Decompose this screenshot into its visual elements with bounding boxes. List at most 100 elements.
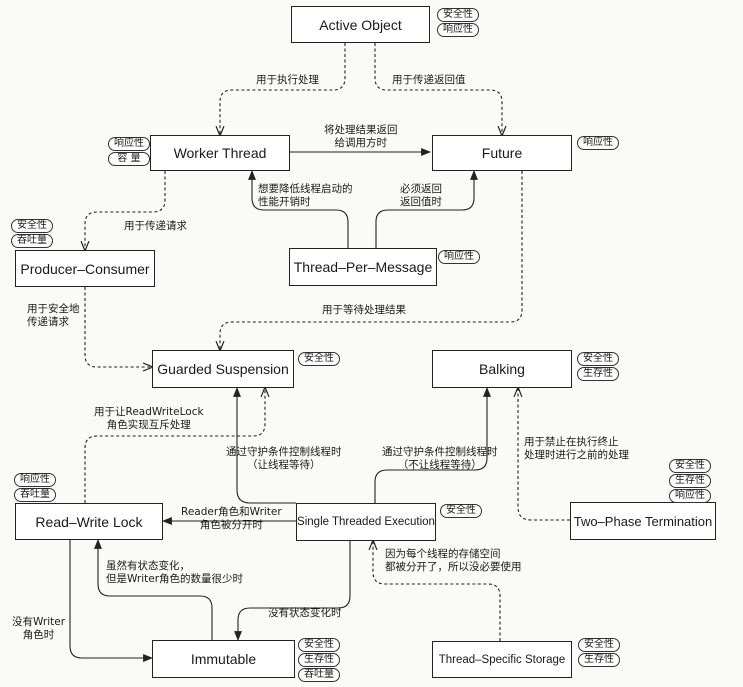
edge-label-must-return: 必须返回 返回值时 xyxy=(400,183,442,209)
edge-workerthread-producer xyxy=(85,171,166,250)
node-label: Two–Phase Termination xyxy=(573,513,713,529)
tag: 安全性 xyxy=(440,504,482,518)
edge-tpm-workerthread xyxy=(248,170,349,248)
tag: 响应性 xyxy=(438,250,480,264)
label-line: 虽然有状态变化， xyxy=(106,560,190,572)
tag: 安全性 xyxy=(437,8,479,22)
label-line: 没有状态变化时 xyxy=(268,607,342,619)
node-label: Read–Write Lock xyxy=(35,513,143,530)
label-line: （让线程等待） xyxy=(247,459,321,471)
label-line: 角色被分开时 xyxy=(199,519,263,531)
edge-label-no-writer: 没有Writer 角色时 xyxy=(12,616,65,642)
tags-future: 响应性 xyxy=(577,136,619,150)
node-label: Guarded Suspension xyxy=(157,361,289,377)
node-label: Thread–Specific Storage xyxy=(438,653,566,666)
tag: 安全性 xyxy=(298,352,340,366)
edge-label-guard-wait: 通过守护条件控制线程时 （让线程等待） xyxy=(226,446,342,472)
edge-label-state-change: 虽然有状态变化， 但是Writer角色的数量很少时 xyxy=(106,560,243,586)
tags-immutable: 安全性 生存性 吞吐量 xyxy=(298,638,340,682)
edge-activeobject-future xyxy=(374,43,502,135)
tag: 吞吐量 xyxy=(11,234,53,248)
edge-producer-guarded xyxy=(84,287,152,367)
edge-label-pass-request: 用于传递请求 xyxy=(124,220,187,233)
edge-twophase-balking xyxy=(518,388,570,521)
edge-activeobject-workerthread xyxy=(220,43,346,135)
node-label: Thread–Per–Message xyxy=(293,259,433,275)
tag: 安全性 xyxy=(298,638,340,652)
edge-label-wait-result: 用于等待处理结果 xyxy=(322,304,406,317)
label-line: 但是Writer角色的数量很少时 xyxy=(106,573,244,585)
edge-rwlock-immutable xyxy=(69,540,153,662)
tag: 生存性 xyxy=(577,367,619,381)
label-line: 通过守护条件控制线程时 xyxy=(226,446,342,458)
node-thread-specific-storage: Thread–Specific Storage xyxy=(432,641,572,678)
node-label: Producer–Consumer xyxy=(20,260,150,277)
node-immutable: Immutable xyxy=(152,640,295,678)
label-line: 用于传递请求 xyxy=(124,220,187,232)
node-label: Immutable xyxy=(190,651,257,667)
edge-tpm-future xyxy=(375,170,478,248)
tags-guarded-suspension: 安全性 xyxy=(298,352,340,366)
node-single-threaded-execution: Single Threaded Execution xyxy=(296,503,436,541)
tags-two-phase-termination: 安全性 生存性 响应性 xyxy=(669,459,711,503)
edge-ste-guarded xyxy=(233,387,296,504)
edge-ste-balking xyxy=(374,387,491,503)
tag: 响应性 xyxy=(669,489,711,503)
tags-active-object: 安全性 响应性 xyxy=(437,8,479,37)
edge-label-stop-before: 用于禁止在执行终止 处理时进行之前的处理 xyxy=(524,436,629,462)
label-line: 因为每个线程的存储空间 xyxy=(385,548,501,560)
edge-label-pass-result: 将处理结果返回 给调用方时 xyxy=(324,124,398,150)
edge-label-exec: 用于执行处理 xyxy=(256,74,319,87)
node-guarded-suspension: Guarded Suspension xyxy=(152,350,294,388)
label-line: 角色实现互斥处理 xyxy=(106,419,191,431)
label-line: 通过守护条件控制线程时 xyxy=(382,446,498,458)
tag: 生存性 xyxy=(578,653,620,667)
edge-tss-ste xyxy=(373,541,501,641)
tag: 安全性 xyxy=(577,352,619,366)
tags-thread-specific-storage: 安全性 生存性 xyxy=(578,638,620,667)
node-label: Single Threaded Execution xyxy=(297,516,435,528)
edge-future-guarded xyxy=(220,171,523,350)
tags-producer-consumer: 安全性 吞吐量 xyxy=(11,219,53,248)
tag: 生存性 xyxy=(669,474,711,488)
edge-label-no-state-change: 没有状态变化时 xyxy=(268,607,342,620)
label-line: 用于传递返回值 xyxy=(392,74,466,86)
tags-thread-per-message: 响应性 xyxy=(438,250,480,264)
label-line: 传递请求 xyxy=(27,316,69,328)
tag: 容 量 xyxy=(108,152,150,166)
tag: 响应性 xyxy=(14,473,56,487)
label-line: 返回值时 xyxy=(400,196,442,208)
node-worker-thread: Worker Thread xyxy=(150,135,290,171)
tag: 安全性 xyxy=(11,219,53,233)
label-line: 想要降低线程启动的 xyxy=(258,183,353,195)
edge-ste-immutable xyxy=(234,540,351,641)
node-label: Future xyxy=(481,145,523,161)
tag: 吞吐量 xyxy=(298,668,340,682)
edge-label-rwlock-mutex: 用于让ReadWriteLock 角色实现互斥处理 xyxy=(94,406,204,432)
edge-rwlock-guarded xyxy=(84,388,265,503)
tag: 安全性 xyxy=(578,638,620,652)
label-line: 处理时进行之前的处理 xyxy=(524,449,629,461)
tag: 生存性 xyxy=(298,653,340,667)
node-active-object: Active Object xyxy=(291,6,430,43)
tags-single-threaded-execution: 安全性 xyxy=(440,504,482,518)
node-producer-consumer: Producer–Consumer xyxy=(15,250,155,287)
edge-label-reduce-cost: 想要降低线程启动的 性能开销时 xyxy=(258,183,353,209)
edge-label-safe-pass: 用于安全地 传递请求 xyxy=(27,303,80,329)
label-line: 都被分开了，所以没必要使用 xyxy=(385,561,522,573)
node-future: Future xyxy=(432,135,572,171)
tags-worker-thread: 响应性 容 量 xyxy=(108,137,150,166)
label-line: 给调用方时 xyxy=(334,137,388,149)
label-line: Reader角色和Writer xyxy=(181,506,282,518)
label-line: （不让线程等待） xyxy=(397,459,482,471)
node-label: Balking xyxy=(479,361,525,377)
tags-balking: 安全性 生存性 xyxy=(577,352,619,381)
edge-label-reader-writer: Reader角色和Writer 角色被分开时 xyxy=(181,506,282,532)
tag: 吞吐量 xyxy=(14,488,56,502)
label-line: 用于安全地 xyxy=(27,303,80,315)
tag: 响应性 xyxy=(577,136,619,150)
label-line: 必须返回 xyxy=(400,183,442,195)
node-balking: Balking xyxy=(432,350,572,388)
label-line: 将处理结果返回 xyxy=(324,124,398,136)
